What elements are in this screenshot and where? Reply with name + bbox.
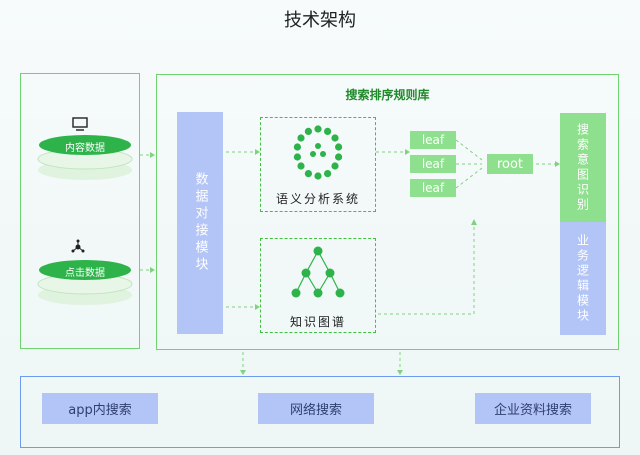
semantic-ring-icon — [293, 125, 343, 180]
semantic-analysis-label: 语义分析系统 — [275, 192, 360, 206]
rule-library-title: 搜索排序规则库 — [345, 88, 430, 102]
knowledge-graph-module — [260, 238, 376, 333]
semantic-analysis-module — [260, 117, 376, 212]
web-search-item: 网络搜索 — [258, 393, 374, 424]
root-node: root — [487, 154, 533, 174]
data-dock-label: 数据对接模块 — [192, 172, 208, 274]
business-logic-label: 业务逻辑模块 — [575, 233, 590, 324]
ranking-rule-panel — [156, 74, 619, 350]
data-dock-module: 数据对接模块 — [177, 112, 223, 334]
data-source-panel — [20, 73, 140, 349]
search-intent-module: 搜索意图识别 — [560, 113, 606, 222]
search-scenario-panel — [20, 376, 620, 448]
click-data-label: 点击数据 — [65, 268, 105, 279]
monitor-icon — [72, 117, 88, 131]
enterprise-search-item: 企业资料搜索 — [475, 393, 591, 424]
app-search-item: app内搜索 — [42, 393, 158, 424]
page-title: 技术架构 — [284, 10, 356, 31]
business-logic-module: 业务逻辑模块 — [560, 222, 606, 335]
search-intent-label: 搜索意图识别 — [575, 122, 590, 213]
tree-graph-icon — [291, 246, 345, 298]
leaf-node: leaf — [410, 155, 456, 173]
content-data-label: 内容数据 — [65, 143, 105, 154]
content-data-cylinder — [37, 135, 133, 180]
leaf-node: leaf — [410, 131, 456, 149]
knowledge-graph-label: 知识图谱 — [289, 315, 346, 329]
click-data-cylinder — [37, 260, 133, 305]
leaf-node: leaf — [410, 179, 456, 197]
network-node-icon — [71, 239, 85, 253]
